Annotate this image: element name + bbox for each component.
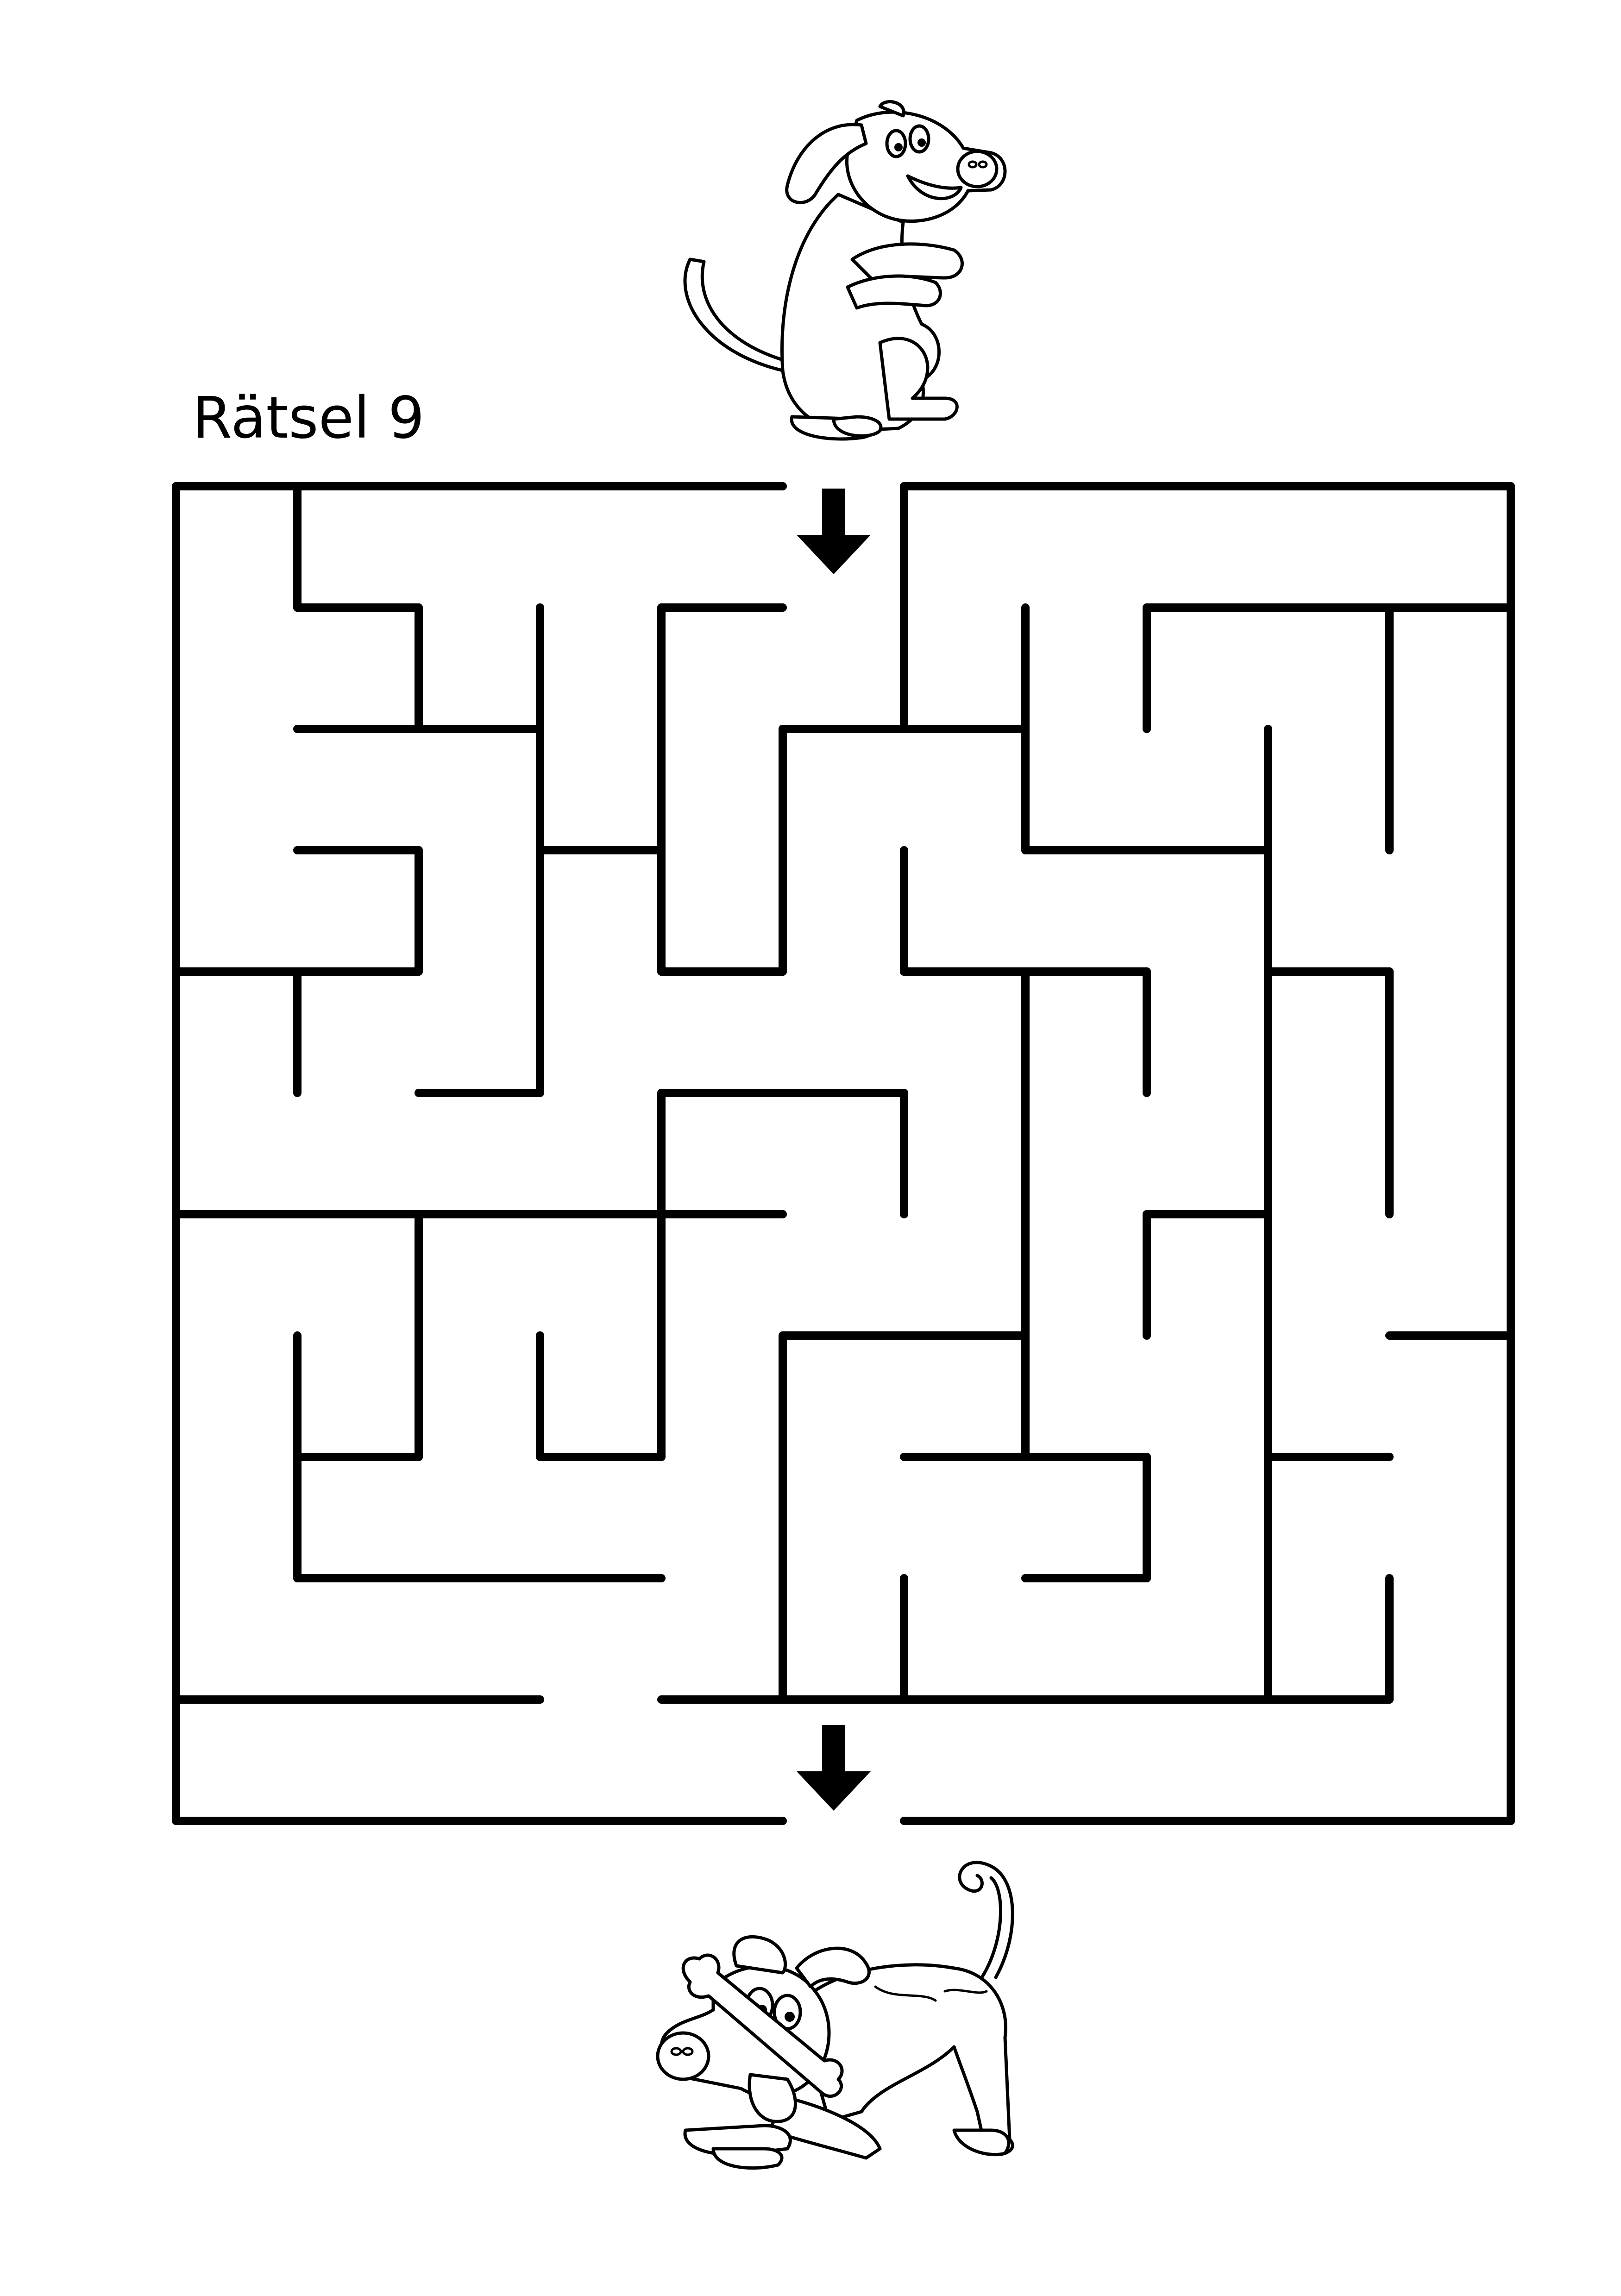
arrow-down-icon bbox=[797, 489, 871, 574]
puzzle-title: Rätsel 9 bbox=[192, 385, 425, 452]
maze-walls bbox=[172, 482, 1515, 1825]
playful-dog-with-bone bbox=[656, 1861, 1014, 2170]
sitting-begging-dog bbox=[683, 100, 1007, 441]
arrow-down-icon bbox=[797, 1725, 871, 1811]
